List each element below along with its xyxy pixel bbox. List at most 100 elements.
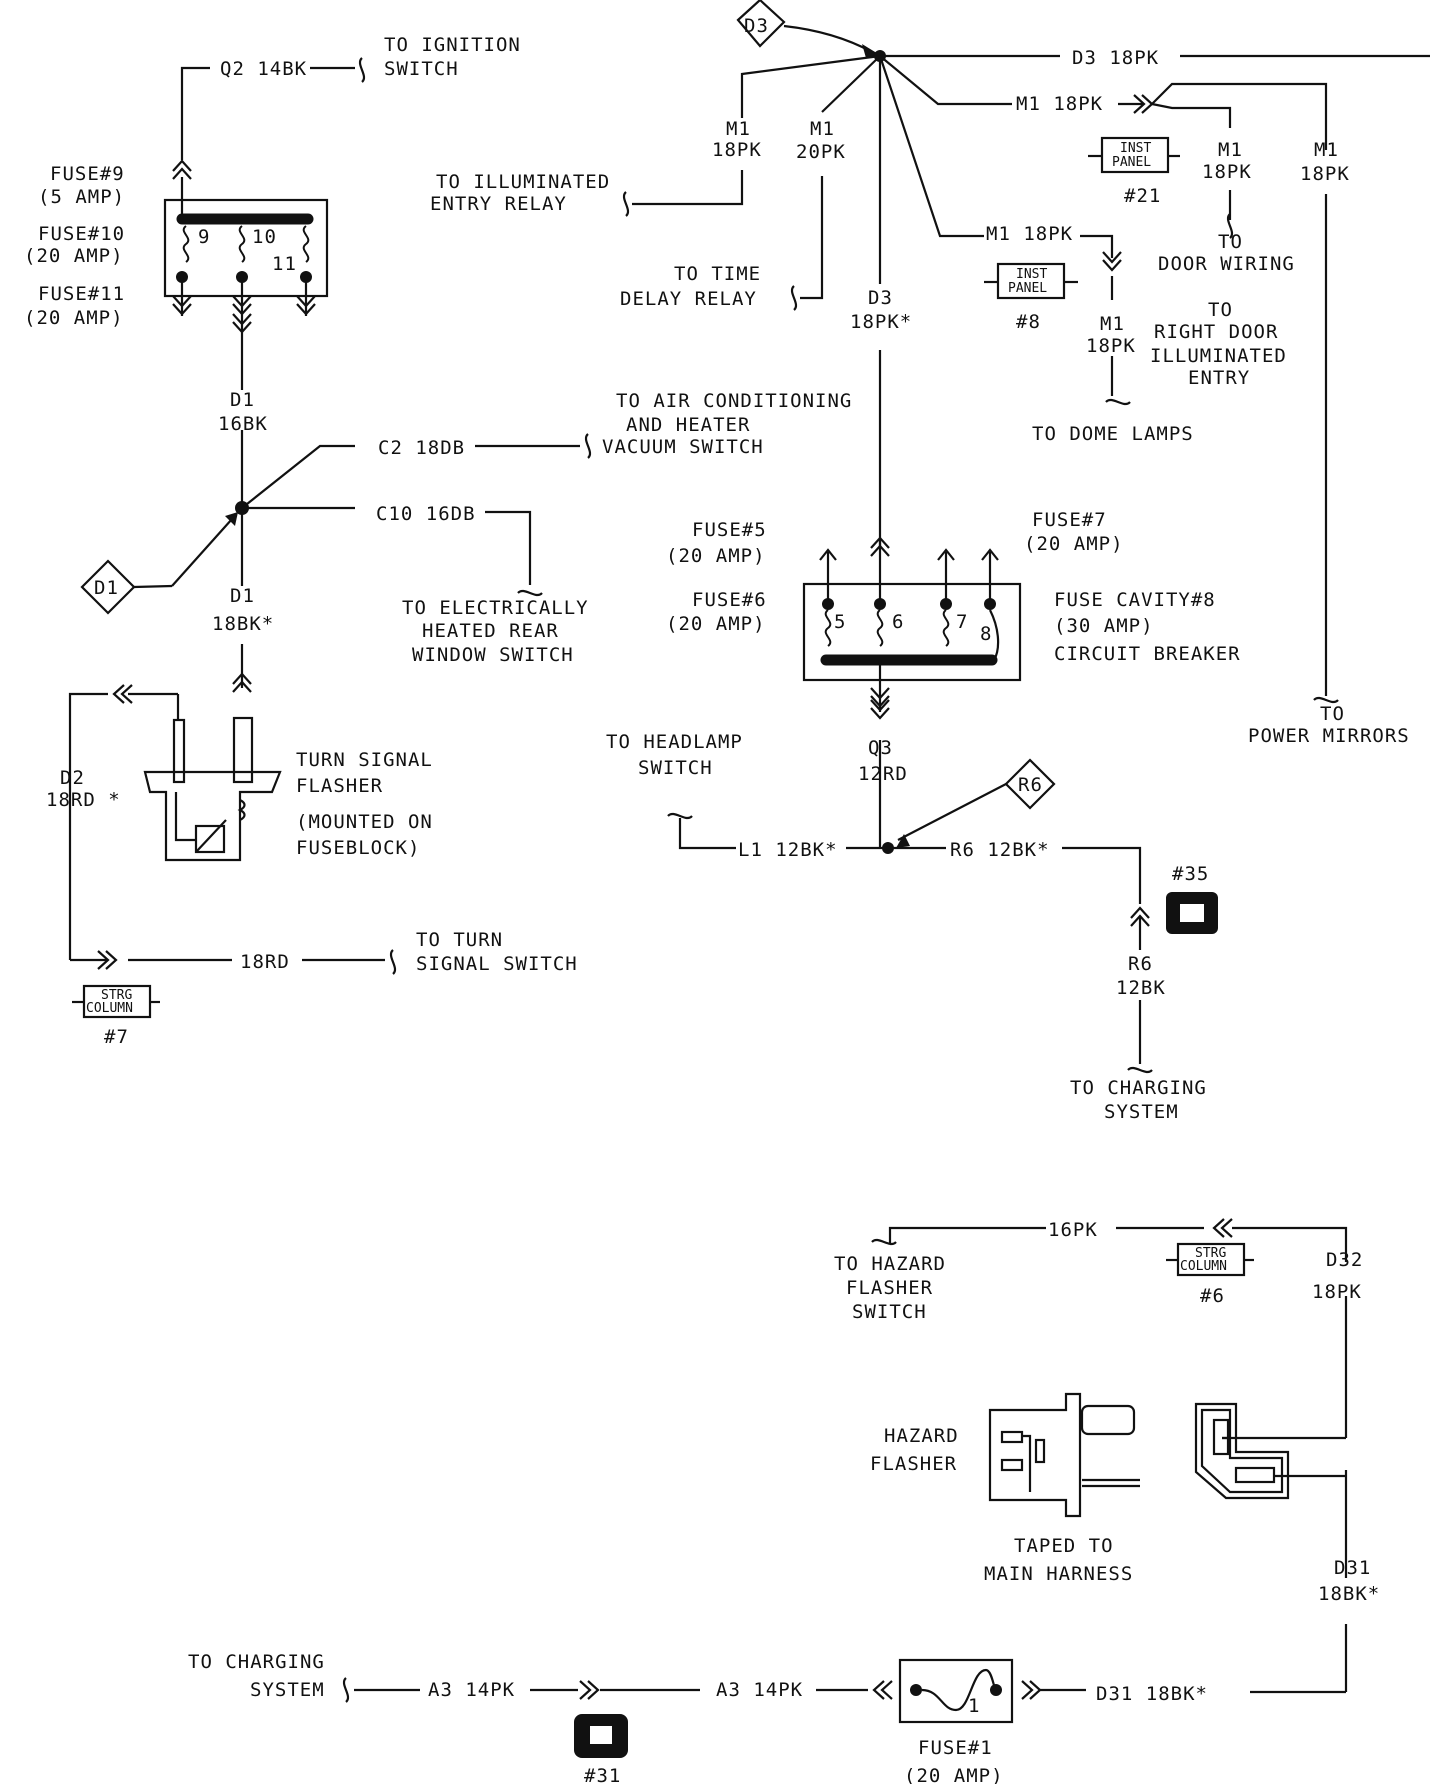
d3-splice-network [622, 0, 1430, 704]
wire-d32-2: 18PK [1312, 1281, 1362, 1303]
label-fuse5-1: FUSE#5 [692, 519, 767, 541]
label-cav8-1: FUSE CAVITY#8 [1054, 589, 1216, 611]
label-time-1: TO TIME [674, 263, 761, 285]
ground-35-number: #35 [1172, 863, 1209, 885]
wire-d1-b1: D1 [230, 585, 255, 607]
wire-a3-left: A3 14PK [428, 1679, 515, 1701]
label-tsf-2: FLASHER [296, 775, 383, 797]
fuse-block-5-8: 5 6 7 8 [802, 536, 1022, 848]
wire-d31-2: 18BK* [1318, 1583, 1380, 1605]
fuse-7-number: 7 [956, 611, 968, 633]
label-ac-1: TO AIR CONDITIONING [616, 390, 852, 412]
splice-d1-label: D1 [94, 577, 119, 599]
label-tsf-1: TURN SIGNAL [296, 749, 433, 771]
splice-d3-label: D3 [744, 15, 769, 37]
splice-d1-diamond: D1 [80, 559, 173, 615]
label-charge1-1: TO CHARGING [1070, 1077, 1207, 1099]
label-ac-2: AND HEATER [626, 414, 750, 436]
wire-q3-1: Q3 [868, 737, 893, 759]
label-right-4: ENTRY [1188, 367, 1250, 389]
fuse-1-circuit: 1 [342, 1658, 1086, 1724]
strg7-label-2: COLUMN [86, 1001, 133, 1016]
label-heated-3: WINDOW SWITCH [412, 644, 574, 666]
wire-a3-right: A3 14PK [716, 1679, 803, 1701]
wire-r6b-1: R6 [1128, 953, 1153, 975]
label-right-2: RIGHT DOOR [1154, 321, 1278, 343]
label-headlamp-1: TO HEADLAMP [606, 731, 743, 753]
label-fuse6-2: (20 AMP) [666, 613, 766, 635]
label-fuse11-2: (20 AMP) [24, 307, 124, 329]
label-fuse10-2: (20 AMP) [24, 245, 124, 267]
label-hazfl-2: FLASHER [870, 1453, 957, 1475]
label-hazsw-2: FLASHER [846, 1277, 933, 1299]
fuse-10-number: 10 [252, 226, 277, 248]
fuse-9-number: 9 [198, 226, 210, 248]
splice-r6-label: R6 [1018, 774, 1043, 796]
label-fuse1-2: (20 AMP) [904, 1765, 1004, 1784]
label-cav8-3: CIRCUIT BREAKER [1054, 643, 1241, 665]
label-tsw-1: TO TURN [416, 929, 503, 951]
r6-splice-network: R6 [666, 758, 1154, 1074]
wire-r6b-2: 12BK [1116, 977, 1166, 999]
inst21-label-2: PANEL [1112, 155, 1151, 170]
label-headlamp-2: SWITCH [638, 757, 713, 779]
label-fuse10-1: FUSE#10 [38, 223, 125, 245]
wire-d3-mid-1: D3 [868, 287, 893, 309]
strg6-label-1: STRG [1195, 1246, 1226, 1261]
wire-m1-b2: 20PK [796, 141, 846, 163]
label-ignition-2: SWITCH [384, 58, 459, 80]
label-heated-1: TO ELECTRICALLY [402, 597, 589, 619]
label-hazfl-1: HAZARD [884, 1425, 959, 1447]
wire-c2: C2 18DB [378, 437, 465, 459]
turn-signal-flasher [68, 683, 397, 976]
wire-d1-a1: D1 [230, 389, 255, 411]
strg-column-connector-7: STRG COLUMN #7 [72, 984, 160, 1048]
strg7-number: #7 [104, 1026, 129, 1048]
wire-d1-a2: 16BK [218, 413, 268, 435]
wire-d1-b2: 18BK* [212, 613, 274, 635]
wire-l1: L1 12BK* [738, 839, 838, 861]
label-fuse5-2: (20 AMP) [666, 545, 766, 567]
label-fuse11-1: FUSE#11 [38, 283, 125, 305]
hazard-flasher-circuit [870, 1217, 1348, 1694]
label-illum-2: ENTRY RELAY [430, 193, 567, 215]
label-tsf-4: FUSEBLOCK) [296, 837, 420, 859]
label-fuse7-2: (20 AMP) [1024, 533, 1124, 555]
wire-d3-mid-2: 18PK* [850, 311, 912, 333]
wire-m1-d2: 18PK [1300, 163, 1350, 185]
label-mirrors-1: TO [1320, 703, 1345, 725]
label-charge2-2: SYSTEM [250, 1679, 325, 1701]
wire-c10: C10 16DB [376, 503, 476, 525]
ground-35: #35 [1166, 863, 1218, 934]
label-tsf-3: (MOUNTED ON [296, 811, 433, 833]
ground-31: #31 [574, 1714, 628, 1784]
label-ignition-1: TO IGNITION [384, 34, 521, 56]
inst8-label-1: INST [1016, 267, 1047, 282]
label-charge2-1: TO CHARGING [188, 1651, 325, 1673]
label-door-2: DOOR WIRING [1158, 253, 1295, 275]
wire-m1-c2: 18PK [1202, 161, 1252, 183]
wire-d2-2: 18RD * [46, 789, 121, 811]
wire-m1-mid: M1 18PK [986, 223, 1073, 245]
wire-d32-1: D32 [1326, 1249, 1363, 1271]
inst8-number: #8 [1016, 311, 1041, 333]
label-right-1: TO [1208, 299, 1233, 321]
wire-16pk: 16PK [1048, 1219, 1098, 1241]
fuse-8-number: 8 [980, 623, 992, 645]
d1-splice-network [171, 430, 592, 694]
label-taped-2: MAIN HARNESS [984, 1563, 1133, 1585]
wire-m1-top: M1 18PK [1016, 93, 1103, 115]
label-dome: TO DOME LAMPS [1032, 423, 1194, 445]
wire-d31-1: D31 [1334, 1557, 1371, 1579]
label-fuse1-1: FUSE#1 [918, 1737, 993, 1759]
label-hazsw-3: SWITCH [852, 1301, 927, 1323]
wire-m1-e2: 18PK [1086, 335, 1136, 357]
label-fuse6-1: FUSE#6 [692, 589, 767, 611]
wire-r6: R6 12BK* [950, 839, 1050, 861]
label-taped-1: TAPED TO [1014, 1535, 1114, 1557]
ground-31-number: #31 [584, 1765, 621, 1784]
strg6-label-2: COLUMN [1180, 1259, 1227, 1274]
label-cav8-2: (30 AMP) [1054, 615, 1154, 637]
hazard-flasher-unit [988, 1392, 1140, 1518]
